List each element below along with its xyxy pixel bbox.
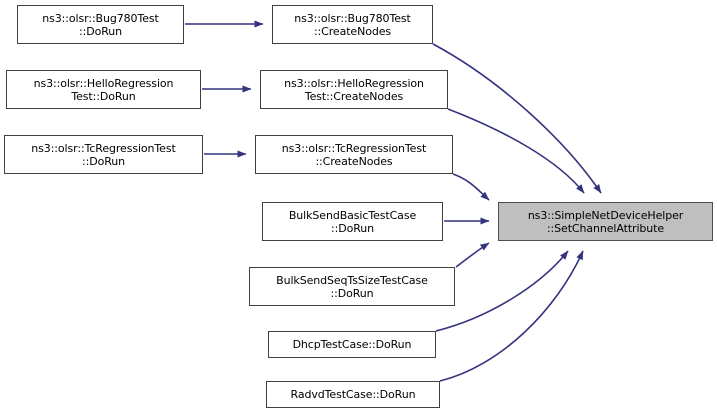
node-label: ns3::olsr::TcRegressionTest ::DoRun xyxy=(31,141,176,168)
node-label: ns3::olsr::Bug780Test ::CreateNodes xyxy=(294,11,411,38)
node-label: ns3::SimpleNetDeviceHelper ::SetChannelA… xyxy=(527,208,684,235)
node-label: BulkSendSeqTsSizeTestCase ::DoRun xyxy=(276,273,428,300)
edge-bulksendseqtssize-to-target xyxy=(455,242,490,268)
node-label: ns3::olsr::TcRegressionTest ::CreateNode… xyxy=(281,141,427,168)
node-label: RadvdTestCase::DoRun xyxy=(290,388,416,401)
node-helloregressiontest-createnodes[interactable]: ns3::olsr::HelloRegression Test::CreateN… xyxy=(260,70,448,109)
node-label: ns3::olsr::HelloRegression Test::CreateN… xyxy=(284,76,424,103)
node-label: ns3::olsr::HelloRegression Test::DoRun xyxy=(33,76,174,103)
node-bug780test-dorun[interactable]: ns3::olsr::Bug780Test ::DoRun xyxy=(17,5,184,44)
node-simplenetdevicehelper-setchannelattribute[interactable]: ns3::SimpleNetDeviceHelper ::SetChannelA… xyxy=(498,202,713,241)
edge-radvd-to-target xyxy=(439,250,584,382)
edge-helloregression-createnodes-to-target xyxy=(447,108,585,194)
node-tcregressiontest-dorun[interactable]: ns3::olsr::TcRegressionTest ::DoRun xyxy=(4,135,203,174)
edge-tcregression-createnodes-to-target xyxy=(452,173,490,201)
node-radvdtestcase-dorun[interactable]: RadvdTestCase::DoRun xyxy=(266,381,440,408)
node-tcregressiontest-createnodes[interactable]: ns3::olsr::TcRegressionTest ::CreateNode… xyxy=(255,135,453,174)
node-bulksendbasictestcase-dorun[interactable]: BulkSendBasicTestCase ::DoRun xyxy=(262,202,443,241)
node-label: BulkSendBasicTestCase ::DoRun xyxy=(288,208,417,235)
node-helloregressiontest-dorun[interactable]: ns3::olsr::HelloRegression Test::DoRun xyxy=(6,70,201,109)
node-label: ns3::olsr::Bug780Test ::DoRun xyxy=(42,11,159,38)
node-bulksendseqtssizetestcase-dorun[interactable]: BulkSendSeqTsSizeTestCase ::DoRun xyxy=(249,267,455,306)
edge-dhcp-to-target xyxy=(435,250,569,332)
node-bug780test-createnodes[interactable]: ns3::olsr::Bug780Test ::CreateNodes xyxy=(272,5,433,44)
node-label: DhcpTestCase::DoRun xyxy=(292,338,412,351)
edge-bug780-createnodes-to-target xyxy=(432,43,602,194)
node-dhcptestcase-dorun[interactable]: DhcpTestCase::DoRun xyxy=(268,331,436,358)
